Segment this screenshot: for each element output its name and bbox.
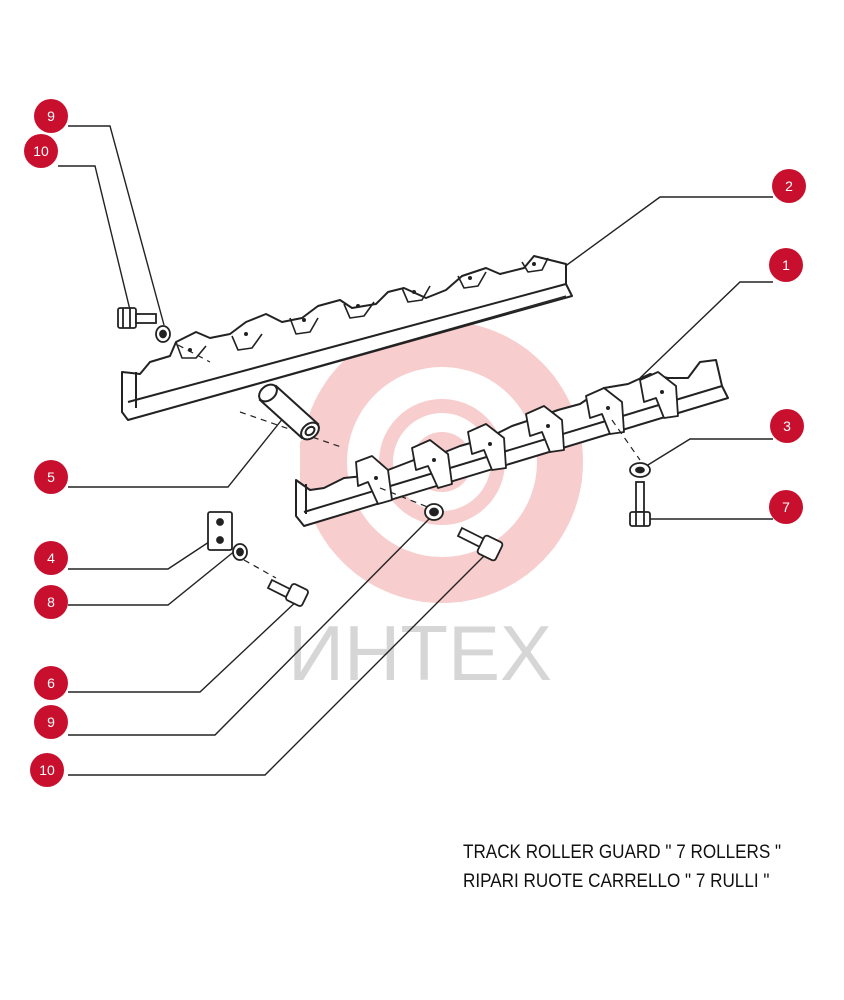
part-4-plate <box>207 511 233 551</box>
svg-text:7: 7 <box>782 499 790 515</box>
callout-10-bottom: 10 <box>30 753 64 787</box>
callout-3: 3 <box>770 409 804 443</box>
svg-text:3: 3 <box>783 418 791 434</box>
callout-5: 5 <box>34 460 68 494</box>
part-7-bolt <box>629 481 651 527</box>
callout-badges: 9 10 2 1 3 7 5 4 <box>24 99 806 787</box>
part-3-nut <box>629 462 651 478</box>
part-9-washer-bottom <box>424 503 444 521</box>
leader-lines <box>58 125 773 776</box>
callout-6: 6 <box>34 666 68 700</box>
part-10-bolt-top <box>117 307 157 329</box>
svg-text:2: 2 <box>785 178 793 194</box>
callout-2: 2 <box>772 169 806 203</box>
callout-7: 7 <box>769 490 803 524</box>
svg-text:5: 5 <box>47 469 55 485</box>
svg-text:9: 9 <box>47 714 55 730</box>
svg-text:6: 6 <box>47 675 55 691</box>
svg-text:1: 1 <box>782 257 790 273</box>
part-9-washer-top <box>155 325 171 343</box>
callout-8: 8 <box>34 585 68 619</box>
caption-line-english: TRACK ROLLER GUARD " 7 ROLLERS " <box>463 842 782 863</box>
part-6-bolt <box>266 578 309 607</box>
part-1-lower-guard <box>295 359 729 527</box>
svg-text:8: 8 <box>47 594 55 610</box>
callout-1: 1 <box>769 248 803 282</box>
callout-10-top: 10 <box>24 134 58 168</box>
callout-4: 4 <box>34 541 68 575</box>
watermark-text: ИНТЕХ <box>288 609 552 697</box>
diagram-caption: TRACK ROLLER GUARD " 7 ROLLERS " RIPARI … <box>463 838 781 896</box>
callout-9-bottom: 9 <box>34 705 68 739</box>
part-5-spacer-tube <box>258 383 320 441</box>
svg-text:10: 10 <box>33 143 49 159</box>
part-10-bolt-bottom <box>456 526 504 562</box>
part-2-upper-guard <box>121 255 573 421</box>
callout-9-top: 9 <box>34 99 68 133</box>
part-8-washer <box>232 543 248 561</box>
svg-text:4: 4 <box>47 550 55 566</box>
svg-text:10: 10 <box>39 762 55 778</box>
caption-line-italian: RIPARI RUOTE CARRELLO " 7 RULLI " <box>463 871 770 892</box>
svg-text:9: 9 <box>47 108 55 124</box>
